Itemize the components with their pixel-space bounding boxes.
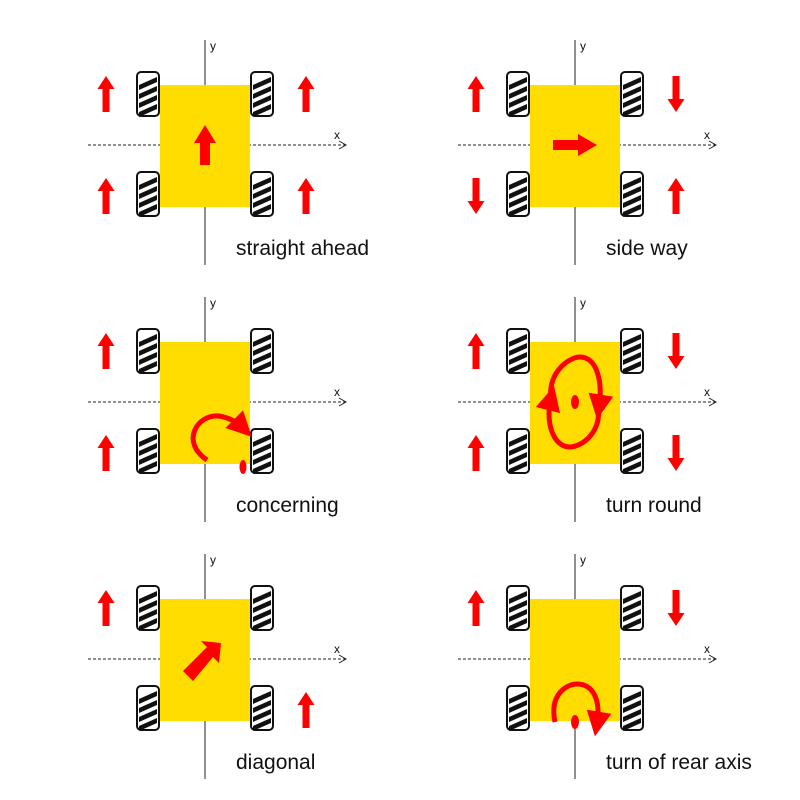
wheel-rear-left [136, 428, 160, 474]
x-axis-label: x [334, 128, 340, 142]
wheel-arrow-rear-left-icon [467, 178, 485, 214]
x-axis-label: x [334, 642, 340, 656]
robot-body [160, 342, 250, 464]
y-axis-label: y [580, 39, 586, 53]
panel-side-way: x y side way [458, 39, 718, 265]
x-axis-label: x [704, 128, 710, 142]
pivot-rotation-icon [190, 410, 252, 474]
wheel-front-right [620, 328, 644, 374]
wheel-arrow-front-left-icon [467, 333, 485, 369]
wheel-front-right [250, 328, 274, 374]
wheel-front-right [620, 585, 644, 631]
motion-arrow-up-icon [194, 125, 216, 165]
y-axis-label: y [580, 553, 586, 567]
wheel-arrow-front-left-icon [467, 590, 485, 626]
wheel-arrow-front-right-icon [297, 76, 315, 112]
wheel-arrow-front-right-icon [667, 590, 685, 626]
wheel-rear-right [620, 685, 644, 731]
wheel-arrow-front-right-icon [667, 333, 685, 369]
caption-side-way: side way [606, 237, 688, 260]
wheel-rear-right [620, 428, 644, 474]
panel-concerning: x y concerning [88, 296, 348, 522]
wheel-front-left [136, 585, 160, 631]
y-axis-label: y [210, 296, 216, 310]
caption-concerning: concerning [236, 494, 339, 517]
x-axis-arrowhead [708, 397, 718, 407]
wheel-arrow-rear-right-icon [667, 435, 685, 471]
wheel-front-left [506, 328, 530, 374]
wheel-arrow-front-right-icon [667, 76, 685, 112]
rear-axis-pivot-icon [571, 715, 579, 729]
wheel-arrow-rear-left-icon [467, 435, 485, 471]
wheel-arrow-rear-left-icon [97, 178, 115, 214]
pivot-point-icon [239, 460, 247, 474]
robot-body [530, 599, 620, 721]
panel-turn-round: x y turn round [458, 296, 718, 522]
caption-straight-ahead: straight ahead [236, 237, 369, 260]
wheel-rear-left [136, 171, 160, 217]
wheel-rear-left [136, 685, 160, 731]
rotation-center-icon [571, 395, 579, 409]
wheel-arrow-front-left-icon [97, 590, 115, 626]
wheel-rear-right [620, 171, 644, 217]
y-axis-label: y [210, 39, 216, 53]
y-axis-label: y [210, 553, 216, 567]
wheel-rear-left [506, 428, 530, 474]
wheel-rear-left [506, 171, 530, 217]
panel-turn-of-rear-axis: x y turn of rear axis [458, 553, 752, 779]
wheel-arrow-front-left-icon [97, 76, 115, 112]
wheel-arrow-rear-right-icon [667, 178, 685, 214]
wheel-rear-left [506, 685, 530, 731]
wheel-front-left [506, 71, 530, 117]
x-axis-arrowhead [338, 654, 348, 664]
x-axis-arrowhead [708, 654, 718, 664]
caption-turn-round: turn round [606, 494, 702, 517]
caption-diagonal: diagonal [236, 751, 315, 774]
x-axis-label: x [704, 642, 710, 656]
wheel-arrow-rear-left-icon [97, 435, 115, 471]
panel-straight-ahead: x y straight ahead [88, 39, 369, 265]
wheel-arrow-rear-right-icon [297, 692, 315, 728]
wheel-rear-right [250, 685, 274, 731]
wheel-front-left [506, 585, 530, 631]
motion-arrow-right-icon [553, 134, 597, 156]
y-axis-label: y [580, 296, 586, 310]
caption-turn-of-rear-axis: turn of rear axis [606, 751, 752, 774]
panel-diagonal: x y diagonal [88, 553, 348, 779]
wheel-arrow-front-left-icon [467, 76, 485, 112]
x-axis-arrowhead [708, 140, 718, 150]
wheel-arrow-front-left-icon [97, 333, 115, 369]
x-axis-arrowhead [338, 397, 348, 407]
wheel-front-right [250, 71, 274, 117]
wheel-front-left [136, 328, 160, 374]
wheel-front-left [136, 71, 160, 117]
wheel-front-right [250, 585, 274, 631]
center-rotation-icon [535, 354, 614, 450]
wheel-rear-right [250, 428, 274, 474]
x-axis-label: x [334, 385, 340, 399]
wheel-front-right [620, 71, 644, 117]
wheel-arrow-rear-right-icon [297, 178, 315, 214]
wheel-rear-right [250, 171, 274, 217]
motion-arrow-diagonal-icon [183, 641, 221, 681]
x-axis-arrowhead [338, 140, 348, 150]
rear-axis-rotation-icon [551, 681, 612, 737]
x-axis-label: x [704, 385, 710, 399]
